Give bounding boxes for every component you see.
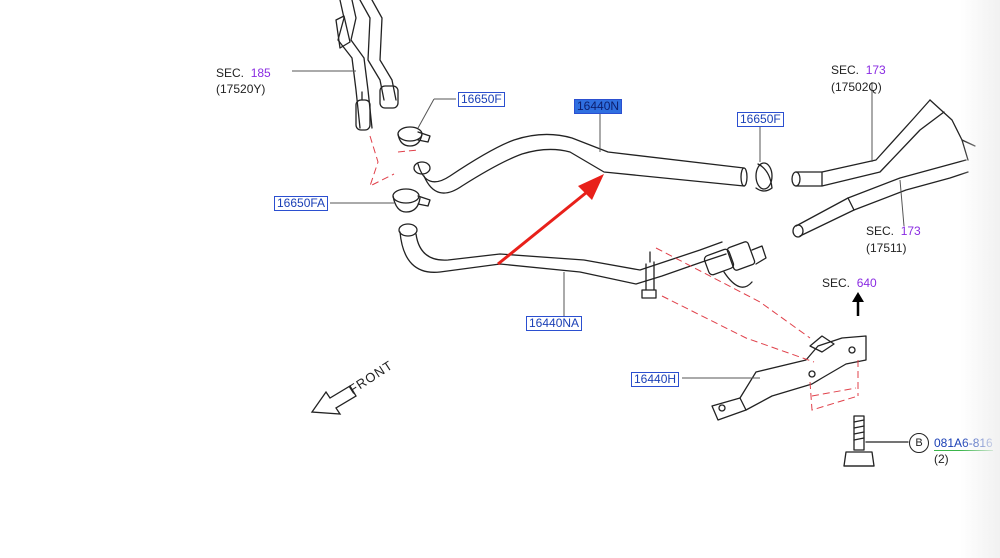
front-arrow-icon <box>310 385 357 415</box>
sec-173-upper-label: SEC. 173 <box>831 63 886 77</box>
sec-173-lower-sub: (17511) <box>866 241 907 255</box>
right-hoses-sec173 <box>791 99 976 238</box>
sec-640-label: SEC. 640 <box>822 276 877 290</box>
right-edge-shadow <box>960 0 1000 558</box>
upper-hoses-sec185 <box>335 0 399 131</box>
sec-185-label: SEC. 185 <box>216 66 271 80</box>
sec-173-lower-label: SEC. 173 <box>866 224 921 238</box>
part-16440na-link[interactable]: 16440NA <box>526 316 583 331</box>
bolt-marker-b: B <box>909 433 929 453</box>
clamp-16650f-left <box>397 126 431 147</box>
bracket-16440h <box>711 335 867 421</box>
sec-185-number: 185 <box>250 66 271 80</box>
dashed-guides <box>369 135 859 411</box>
sec-185-sub: (17520Y) <box>216 82 266 96</box>
bolt-081a6 <box>843 415 909 467</box>
part-16440n-link[interactable]: 16440N <box>574 99 623 114</box>
bolt-quantity: (2) <box>934 452 949 466</box>
part-16650fa-link[interactable]: 16650FA <box>274 196 329 211</box>
red-pointer-arrow <box>497 174 604 266</box>
part-16650f-right-link[interactable]: 16650F <box>737 112 784 127</box>
clamp-16650f-right <box>755 162 773 192</box>
sec-173-upper-sub: (17502Q) <box>831 80 882 94</box>
leader-lines <box>292 70 905 379</box>
part-16440h-link[interactable]: 16440H <box>631 372 680 387</box>
up-arrow-sec640 <box>852 292 864 316</box>
hose-16440n <box>413 133 748 194</box>
part-16650f-left-link[interactable]: 16650F <box>458 92 505 107</box>
clamp-16650fa <box>392 188 431 213</box>
hose-16440na <box>398 223 767 299</box>
